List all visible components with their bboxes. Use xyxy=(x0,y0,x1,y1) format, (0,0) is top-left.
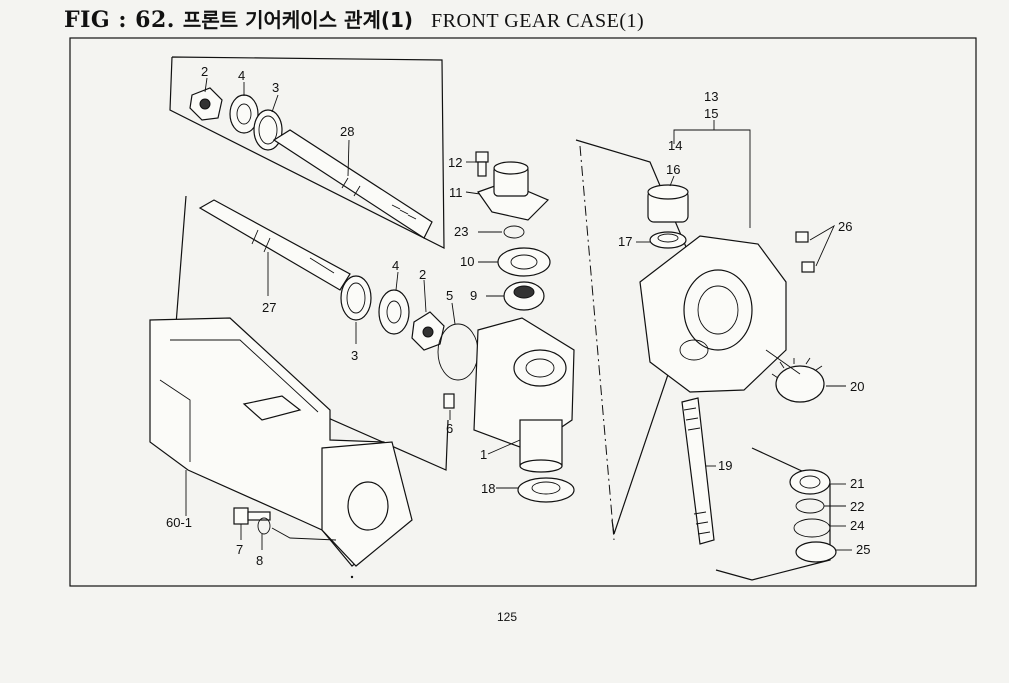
figure-title-english: FRONT GEAR CASE(1) xyxy=(431,10,645,32)
callout-label: 60-1 xyxy=(166,515,192,530)
callout-labels: 2 4 3 28 12 11 23 10 9 27 4 2 5 3 6 1 18… xyxy=(166,64,870,568)
callout-label: 23 xyxy=(454,224,468,239)
callout-label: 15 xyxy=(704,106,718,121)
gear-case-right xyxy=(575,120,852,581)
axle-housing-part xyxy=(149,317,413,567)
callout-label: 6 xyxy=(446,421,453,436)
drive-shaft-part xyxy=(272,129,433,239)
callout-label: 3 xyxy=(272,80,279,95)
collar-part xyxy=(253,109,283,151)
callout-label: 10 xyxy=(460,254,474,269)
callout-label: 8 xyxy=(256,553,263,568)
callout-label: 4 xyxy=(392,258,399,273)
callout-label: 27 xyxy=(262,300,276,315)
callout-label: 13 xyxy=(704,89,718,104)
callout-label: 19 xyxy=(718,458,732,473)
callout-label: 20 xyxy=(850,379,864,394)
callout-label: 28 xyxy=(340,124,354,139)
callout-label: 17 xyxy=(618,234,632,249)
callout-label: 9 xyxy=(470,288,477,303)
callout-label: 26 xyxy=(838,219,852,234)
callout-label: 18 xyxy=(481,481,495,496)
callout-label: 2 xyxy=(419,267,426,282)
figure-title-korean: 프론트 기어케이스 관계(1) xyxy=(182,8,414,32)
callout-label: 11 xyxy=(449,185,463,200)
pinion-gear-part xyxy=(189,87,223,121)
callout-label: 4 xyxy=(238,68,245,83)
callout-label: 22 xyxy=(850,499,864,514)
callout-label: 1 xyxy=(480,447,487,462)
callout-label: 21 xyxy=(850,476,864,491)
shaft-assembly-inset xyxy=(169,56,445,249)
callout-label: 3 xyxy=(351,348,358,363)
figure-title: FIG : 62. 프론트 기어케이스 관계(1) FRONT GEAR CAS… xyxy=(64,4,644,38)
callout-label: 12 xyxy=(448,155,462,170)
callout-label: 14 xyxy=(668,138,682,153)
figure-number: FIG : 62. xyxy=(64,7,175,33)
gear-case-center xyxy=(443,151,575,503)
callout-label: 5 xyxy=(446,288,453,303)
callout-label: 16 xyxy=(666,162,680,177)
callout-label: 7 xyxy=(236,542,243,557)
callout-label: 25 xyxy=(856,542,870,557)
page-number: 125 xyxy=(496,610,518,624)
diagram-frame xyxy=(69,37,977,587)
callout-label: 2 xyxy=(201,64,208,79)
callout-label: 24 xyxy=(850,518,864,533)
